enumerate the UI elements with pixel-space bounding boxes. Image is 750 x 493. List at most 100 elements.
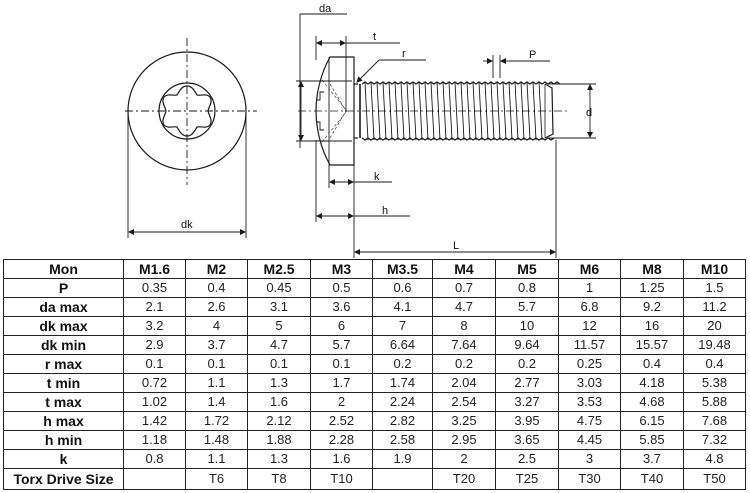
table-cell: 4.68 <box>620 392 684 412</box>
L-label: L <box>453 240 459 252</box>
table-cell: 4.1 <box>372 297 433 317</box>
table-cell: 0.2 <box>495 354 559 374</box>
table-cell: 2.28 <box>310 430 373 450</box>
table-cell: 6.64 <box>372 335 433 355</box>
row-label: dk min <box>3 335 124 355</box>
table-cell: 0.4 <box>683 354 746 374</box>
table-cell: 1 <box>558 278 621 298</box>
table-cell: 1.3 <box>247 449 311 469</box>
table-cell: 20 <box>683 316 746 336</box>
table-cell: 10 <box>495 316 559 336</box>
table-cell: 4.45 <box>558 430 621 450</box>
table-cell: 1.7 <box>310 373 373 393</box>
table-cell: T25 <box>495 468 559 490</box>
table-cell: 2 <box>432 449 496 469</box>
table-cell: 2.1 <box>123 297 186 317</box>
column-header: M6 <box>558 259 621 279</box>
table-cell: 3.27 <box>495 392 559 412</box>
table-cell: 1.88 <box>247 430 311 450</box>
column-header: M1.6 <box>123 259 186 279</box>
table-cell: 6.8 <box>558 297 621 317</box>
table-cell: 3.6 <box>310 297 373 317</box>
table-cell: 0.4 <box>185 278 248 298</box>
table-cell: 0.4 <box>620 354 684 374</box>
column-header: M3.5 <box>372 259 433 279</box>
dimension-P <box>483 55 550 78</box>
table-cell: 4.7 <box>247 335 311 355</box>
table-cell: 3.2 <box>123 316 186 336</box>
row-label: P <box>3 278 124 298</box>
table-header-row: Mon M1.6 M2 M2.5 M3 M3.5 M4 M5 M6 M8 M10 <box>3 259 746 279</box>
table-cell: 2.82 <box>372 411 433 431</box>
h-label: h <box>382 205 388 217</box>
table-cell: 0.8 <box>495 278 559 298</box>
table-cell: 1.6 <box>247 392 311 412</box>
row-label: t max <box>3 392 124 412</box>
screw-dimension-table: Mon M1.6 M2 M2.5 M3 M3.5 M4 M5 M6 M8 M10… <box>3 259 746 490</box>
da-label: da <box>319 3 332 15</box>
table-cell: 0.72 <box>123 373 186 393</box>
dimension-L <box>354 140 557 258</box>
table-cell: 1.9 <box>372 449 433 469</box>
table-cell: 2.58 <box>372 430 433 450</box>
center-lines <box>125 38 257 185</box>
column-header: M5 <box>495 259 559 279</box>
top-view <box>125 38 257 238</box>
table-cell: 4.8 <box>683 449 746 469</box>
table-cell: 2.6 <box>185 297 248 317</box>
table-cell: 2.9 <box>123 335 186 355</box>
table-cell: T8 <box>247 468 311 490</box>
row-label: Torx Drive Size <box>3 468 124 490</box>
screw-technical-drawing: dk <box>125 3 596 258</box>
table-cell: 5.7 <box>495 297 559 317</box>
table-cell: 0.2 <box>432 354 496 374</box>
table-cell: 2.77 <box>495 373 559 393</box>
dimension-h <box>315 140 410 222</box>
table-cell: 4 <box>185 316 248 336</box>
column-header: M2.5 <box>247 259 311 279</box>
table-cell: 1.02 <box>123 392 186 412</box>
table-cell: 7 <box>372 316 433 336</box>
table-cell: 7.68 <box>683 411 746 431</box>
row-label: k <box>3 449 124 469</box>
table-cell: 2.5 <box>495 449 559 469</box>
table-cell: 3.1 <box>247 297 311 317</box>
table-cell: 4.7 <box>432 297 496 317</box>
table-cell: 19.48 <box>683 335 746 355</box>
table-cell: 2.04 <box>432 373 496 393</box>
dk-label: dk <box>181 219 193 231</box>
table-cell: 16 <box>620 316 684 336</box>
table-cell: 7.32 <box>683 430 746 450</box>
table-cell <box>372 468 433 490</box>
table-cell: 2.24 <box>372 392 433 412</box>
table-cell: T30 <box>558 468 621 490</box>
table-cell: 9.2 <box>620 297 684 317</box>
table-cell: 0.2 <box>372 354 433 374</box>
row-label: dk max <box>3 316 124 336</box>
table-cell: T50 <box>683 468 746 490</box>
table-cell: 2.12 <box>247 411 311 431</box>
table-cell: 11.57 <box>558 335 621 355</box>
dimension-d <box>548 83 596 139</box>
table-cell: T40 <box>620 468 684 490</box>
column-header: M4 <box>432 259 496 279</box>
table-cell: 2.52 <box>310 411 373 431</box>
row-label: r max <box>3 354 124 374</box>
table-cell: 12 <box>558 316 621 336</box>
table-cell: 9.64 <box>495 335 559 355</box>
table-cell: 4.18 <box>620 373 684 393</box>
table-cell: 3 <box>558 449 621 469</box>
table-cell: 0.25 <box>558 354 621 374</box>
column-header: M10 <box>683 259 746 279</box>
table-cell: 3.95 <box>495 411 559 431</box>
